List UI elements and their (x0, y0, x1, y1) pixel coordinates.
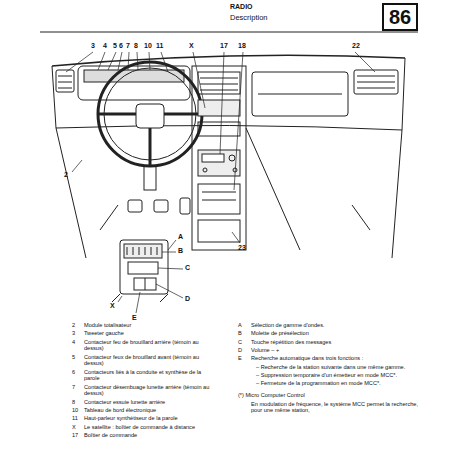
legend-text: Module totalisateur (84, 322, 216, 329)
legend-text: Recherche automatique dans trois fonctio… (251, 355, 421, 362)
callout-number: 11 (72, 415, 83, 422)
page-number-box: 86 (382, 3, 418, 31)
callout-number: 7 (72, 384, 83, 391)
callout-number: 6 (72, 369, 83, 376)
callout-number: 22 (352, 42, 360, 50)
legend-text: – Recherche de la station suivante dans … (256, 364, 421, 371)
callout-number: 3 (72, 330, 83, 337)
legend-text: Boîtier de commande (84, 432, 216, 439)
legend-text: Tableau de bord électronique (84, 407, 216, 414)
callout-number: 2 (72, 322, 83, 329)
dashboard (52, 55, 405, 258)
legend-text: Touche répétition des messages (251, 339, 421, 346)
callout-number: 18 (238, 42, 246, 50)
legend-text: Haut-parleur synthétiseur de la parole (84, 415, 216, 422)
callout-number: 23 (238, 244, 246, 252)
legend-text: Volume – + (251, 347, 421, 354)
callout-number: A (178, 233, 183, 241)
callout-number: E (132, 314, 137, 322)
callout-number: 4 (72, 339, 83, 346)
callout-number: 7 (126, 42, 130, 50)
callout-number: 10 (144, 42, 152, 50)
legend-text: – Fermeture de la programmation en mode … (256, 380, 421, 387)
callout-number: 6 (119, 42, 123, 50)
callout-number: 8 (72, 399, 83, 406)
callout-number: 8 (134, 42, 138, 50)
callout-number: E (238, 355, 249, 362)
callout-number: 11 (156, 42, 163, 50)
callout-number: 17 (220, 42, 228, 50)
callout-number: 3 (91, 42, 95, 50)
page-title: RADIO (230, 3, 253, 11)
callout-number: X (72, 424, 83, 431)
legend-text: Le satellite : boîtier de commande à dis… (84, 424, 216, 431)
satellite-detail (112, 240, 183, 313)
legend-text: – Suppression temporaire d'un émetteur e… (256, 372, 421, 379)
callout-number: 5 (72, 354, 83, 361)
callout-number: C (185, 264, 190, 272)
legend-text: Contacteur désembuage lunette arrière (t… (84, 384, 216, 397)
callout-number: X (110, 302, 115, 310)
callout-number: B (178, 247, 183, 255)
callout-number: 17 (72, 432, 83, 439)
legend-text: Contacteur feux de brouillard avant (tém… (84, 354, 216, 367)
callout-number: 5 (113, 42, 117, 50)
legend-text: Tweeter gauche (84, 330, 216, 337)
callout-number: X (189, 42, 194, 50)
page-number: 86 (389, 6, 411, 28)
callout-number: 2 (64, 171, 68, 179)
legend-text: Contacteur feu de brouillard arrière (té… (84, 339, 216, 352)
legend-text: Sélection de gamme d'ondes. (251, 322, 421, 329)
legend-text: Description (230, 13, 268, 22)
callout-number: C (238, 339, 249, 346)
legend-text: Molette de présélection (251, 330, 421, 337)
header-rule (40, 31, 418, 32)
legend-text: Contacteur essuie lunette arrière (84, 399, 216, 406)
callout-number: 10 (72, 407, 83, 414)
legend-text: (*) Micro Computer Control (238, 392, 423, 399)
legend-text: En modulation de fréquence, le système M… (251, 401, 421, 414)
callout-number: A (238, 322, 249, 329)
callout-number: D (238, 347, 249, 354)
legend-text: Contacteurs liés à la conduite et synthè… (84, 369, 216, 382)
callout-number: B (238, 330, 249, 337)
leader-lines (66, 52, 375, 243)
callout-number: 4 (103, 42, 107, 50)
callout-number: D (185, 295, 190, 303)
